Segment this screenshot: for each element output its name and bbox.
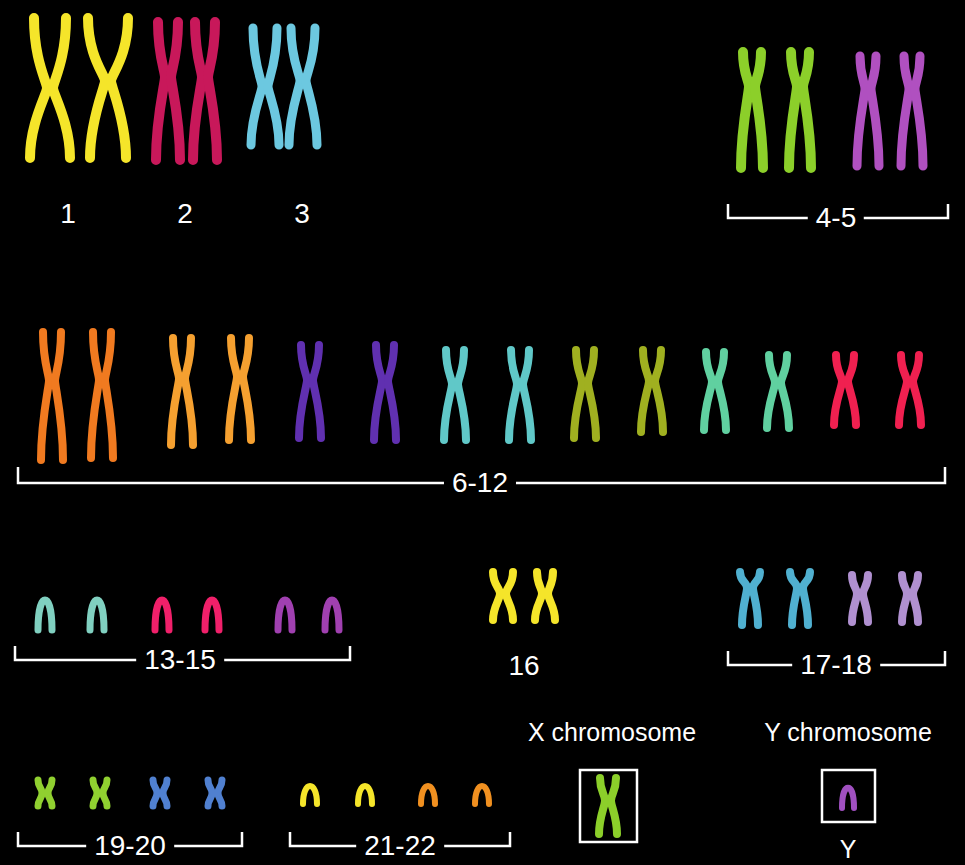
- chromatid: [111, 18, 128, 158]
- chromatid: [857, 56, 865, 166]
- chromatid: [913, 575, 918, 622]
- chromatid: [834, 355, 842, 425]
- chromatid: [374, 345, 382, 440]
- chromatid: [902, 575, 907, 622]
- chromatid: [599, 778, 605, 834]
- chromatid: [641, 350, 649, 432]
- chromatid: [848, 355, 856, 425]
- chromatid: [509, 350, 517, 440]
- acrocentric-chromosome: [155, 600, 169, 630]
- chromatid: [458, 350, 466, 440]
- chromatid: [704, 352, 712, 430]
- chromatid: [218, 780, 222, 806]
- chromatid: [803, 52, 811, 168]
- chromatid: [789, 52, 797, 168]
- chromatid: [208, 22, 217, 160]
- chromatid: [444, 350, 452, 440]
- chromatid: [105, 332, 113, 458]
- chromatid: [915, 56, 923, 166]
- acrocentric-chromosome: [475, 786, 489, 804]
- chromatid: [753, 572, 760, 625]
- chromosome-label: 2: [177, 200, 193, 228]
- chromatid: [863, 575, 868, 622]
- chromatid: [852, 575, 857, 622]
- chromosome-label: 3: [294, 200, 310, 228]
- chromosome-label: X chromosome: [528, 720, 696, 745]
- chromatid: [229, 338, 237, 440]
- chromatid: [718, 352, 726, 430]
- chromatid: [153, 780, 157, 806]
- chromatid: [588, 350, 596, 438]
- chromatid: [574, 350, 582, 438]
- chromatid: [871, 56, 879, 166]
- chromatid: [790, 572, 797, 625]
- chromosome-label: 6-12: [444, 469, 516, 497]
- acrocentric-chromosome: [842, 788, 854, 808]
- chromatid: [30, 18, 47, 158]
- chromosome-label: 21-22: [356, 832, 444, 860]
- chromatid: [741, 52, 749, 168]
- chromatid: [548, 572, 555, 620]
- chromatid: [313, 345, 321, 438]
- chromatid: [55, 332, 63, 460]
- acrocentric-chromosome: [278, 600, 292, 630]
- chromosome-label: 4-5: [808, 204, 864, 232]
- chromosome-label: 17-18: [792, 651, 880, 679]
- x-chromosome-box: [580, 770, 637, 842]
- chromatid: [913, 355, 921, 425]
- chromosome-label: Y: [840, 837, 857, 862]
- chromatid: [767, 355, 775, 428]
- chromatid: [493, 572, 500, 620]
- chromatid: [803, 572, 810, 625]
- chromatid: [268, 28, 279, 145]
- chromatid: [243, 338, 251, 440]
- chromosome-label: 19-20: [86, 832, 174, 860]
- chromatid: [611, 778, 617, 834]
- acrocentric-chromosome: [303, 786, 317, 804]
- acrocentric-chromosome: [90, 600, 104, 630]
- acrocentric-chromosome: [325, 600, 339, 630]
- chromatid: [535, 572, 542, 620]
- chromatid: [506, 572, 513, 620]
- chromatid: [171, 22, 180, 160]
- chromatid: [388, 345, 396, 440]
- chromatid: [163, 780, 167, 806]
- acrocentric-chromosome: [205, 600, 219, 630]
- chromosome-label: 1: [60, 200, 76, 228]
- chromosome-label: 16: [508, 652, 539, 680]
- chromatid: [299, 345, 307, 438]
- chromatid: [171, 338, 179, 445]
- chromatid: [740, 572, 747, 625]
- chromatid: [185, 338, 193, 445]
- chromosome-label: 13-15: [136, 646, 224, 674]
- chromatid: [91, 332, 99, 458]
- y-chromosome-box: [822, 770, 875, 822]
- chromatid: [156, 22, 165, 160]
- chromatid: [755, 52, 763, 168]
- chromatid: [38, 780, 42, 806]
- chromatid: [103, 780, 107, 806]
- chromatid: [251, 28, 262, 145]
- chromatid: [88, 18, 105, 158]
- chromatid: [781, 355, 789, 428]
- chromatid: [306, 28, 317, 145]
- chromatid: [41, 332, 49, 460]
- chromatid: [523, 350, 531, 440]
- chromatid: [655, 350, 663, 432]
- chromatid: [53, 18, 70, 158]
- chromatid: [899, 355, 907, 425]
- chromatid: [289, 28, 300, 145]
- chromatid: [93, 780, 97, 806]
- chromosome-label: Y chromosome: [764, 720, 932, 745]
- chromatid: [901, 56, 909, 166]
- chromatid: [48, 780, 52, 806]
- chromatid: [208, 780, 212, 806]
- acrocentric-chromosome: [358, 786, 372, 804]
- chromatid: [193, 22, 202, 160]
- acrocentric-chromosome: [421, 786, 435, 804]
- acrocentric-chromosome: [38, 600, 52, 630]
